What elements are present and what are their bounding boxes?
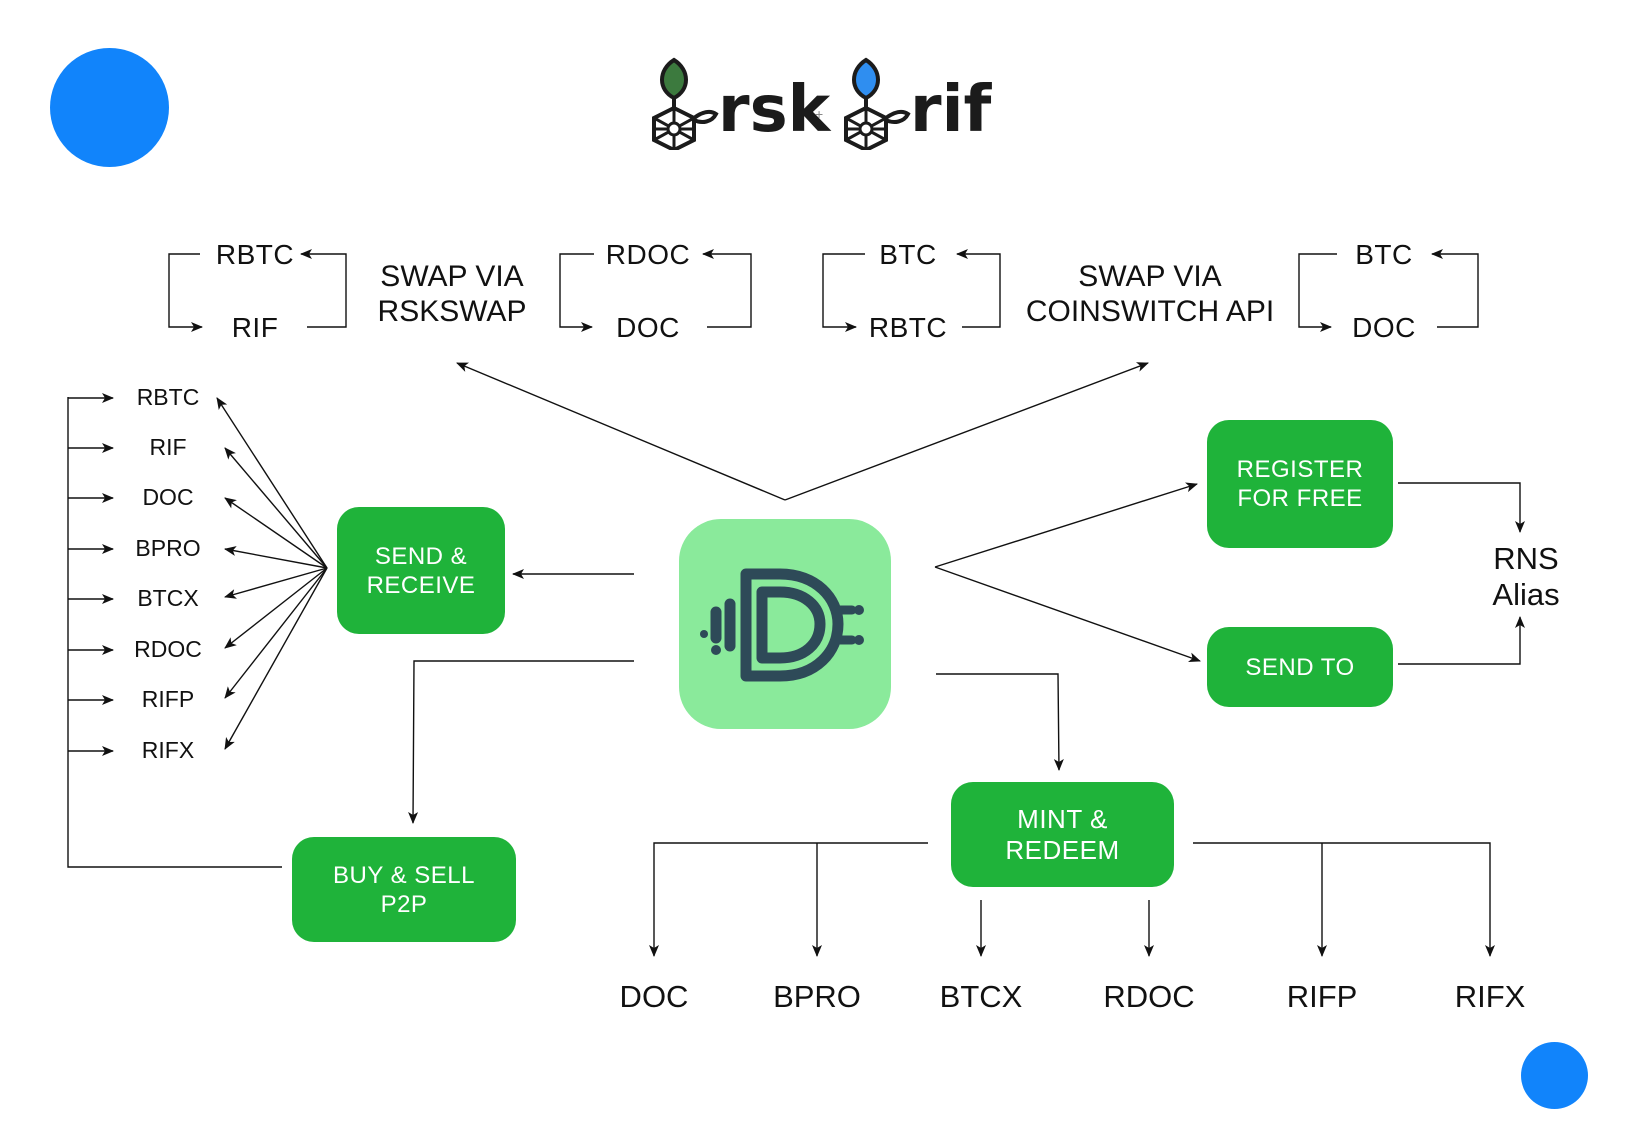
mint-output-rifp: RIFP [1286,979,1358,1014]
send-to-to-rns [1398,616,1525,665]
arrow-to-mint [936,673,1064,771]
decorative-dot-top [50,48,169,167]
rskswap-token-doc: DOC [616,312,680,343]
rsk-wordmark: rsk [718,73,831,147]
send-receive-fan-arrow [224,567,328,599]
rskswap-left-loop [168,253,203,332]
mint-redeem-box: MINT &REDEEM [951,782,1174,887]
buy-sell-loop-line [67,397,282,868]
rskswap-token-rdoc: RDOC [605,239,691,270]
coinswitch-left-loop-2 [1298,253,1337,332]
rif-logo-icon [844,57,911,150]
send-to-box: SEND TO [1207,627,1393,707]
arrow-to-rskswap [456,362,786,501]
send-receive-fan-arrow [224,497,328,569]
mint-output-rifx: RIFX [1454,979,1526,1014]
send-receive-fan-arrow [224,567,328,649]
send-receive-box: SEND &RECEIVE [337,507,505,634]
send-receive-fan-arrow [224,546,328,569]
send-receive-fan-arrow [224,567,328,699]
arrow-to-register [934,482,1198,568]
mint-output-btcx: BTCX [939,979,1023,1014]
left-token-btcx: BTCX [137,585,199,611]
app-d-icon [700,568,864,682]
left-token-rbtc: RBTC [136,384,200,410]
mint-right-bus [1193,842,1495,957]
left-token-bpro: BPRO [135,535,201,561]
coinswitch-token-btc-2: BTC [1355,239,1413,270]
left-token-doc: DOC [142,484,194,510]
register-to-rns [1398,482,1525,533]
decorative-dot-bottom [1521,1042,1588,1109]
rsk-logo-icon [652,57,719,150]
coinswitch-left-loop [822,253,865,332]
send-receive-fan-arrow [224,567,328,750]
arrow-to-buy-sell [408,660,634,824]
arrow-to-coinswitch [784,362,1149,501]
rif-wordmark: rif [910,73,992,147]
coinswitch-token-btc: BTC [879,239,937,270]
coinswitch-token-rbtc: RBTC [868,312,948,343]
mint-output-bpro: BPRO [773,979,861,1014]
left-token-rif: RIF [149,434,187,460]
coinswitch-right-loop-2 [1431,249,1479,328]
coinswitch-right-loop [956,249,1001,328]
coinswitch-token-doc: DOC [1352,312,1416,343]
rskswap-token-rbtc: RBTC [215,239,295,270]
rskswap-right-loop [300,249,347,328]
rskswap-right-loop-2 [702,249,752,328]
logo-plus: + [815,106,824,122]
mint-output-doc: DOC [619,979,689,1014]
left-token-rifx: RIFX [141,737,195,763]
send-receive-fan-arrow [224,447,328,569]
arrow-to-send-to [934,566,1201,663]
send-receive-fan-arrow [216,397,328,569]
mint-output-rdoc: RDOC [1103,979,1195,1014]
rskswap-token-rif: RIF [231,312,279,343]
left-token-rdoc: RDOC [134,636,202,662]
left-token-rifp: RIFP [141,686,195,712]
rskswap-left-loop-2 [559,253,594,332]
mint-left-bus [649,842,928,957]
